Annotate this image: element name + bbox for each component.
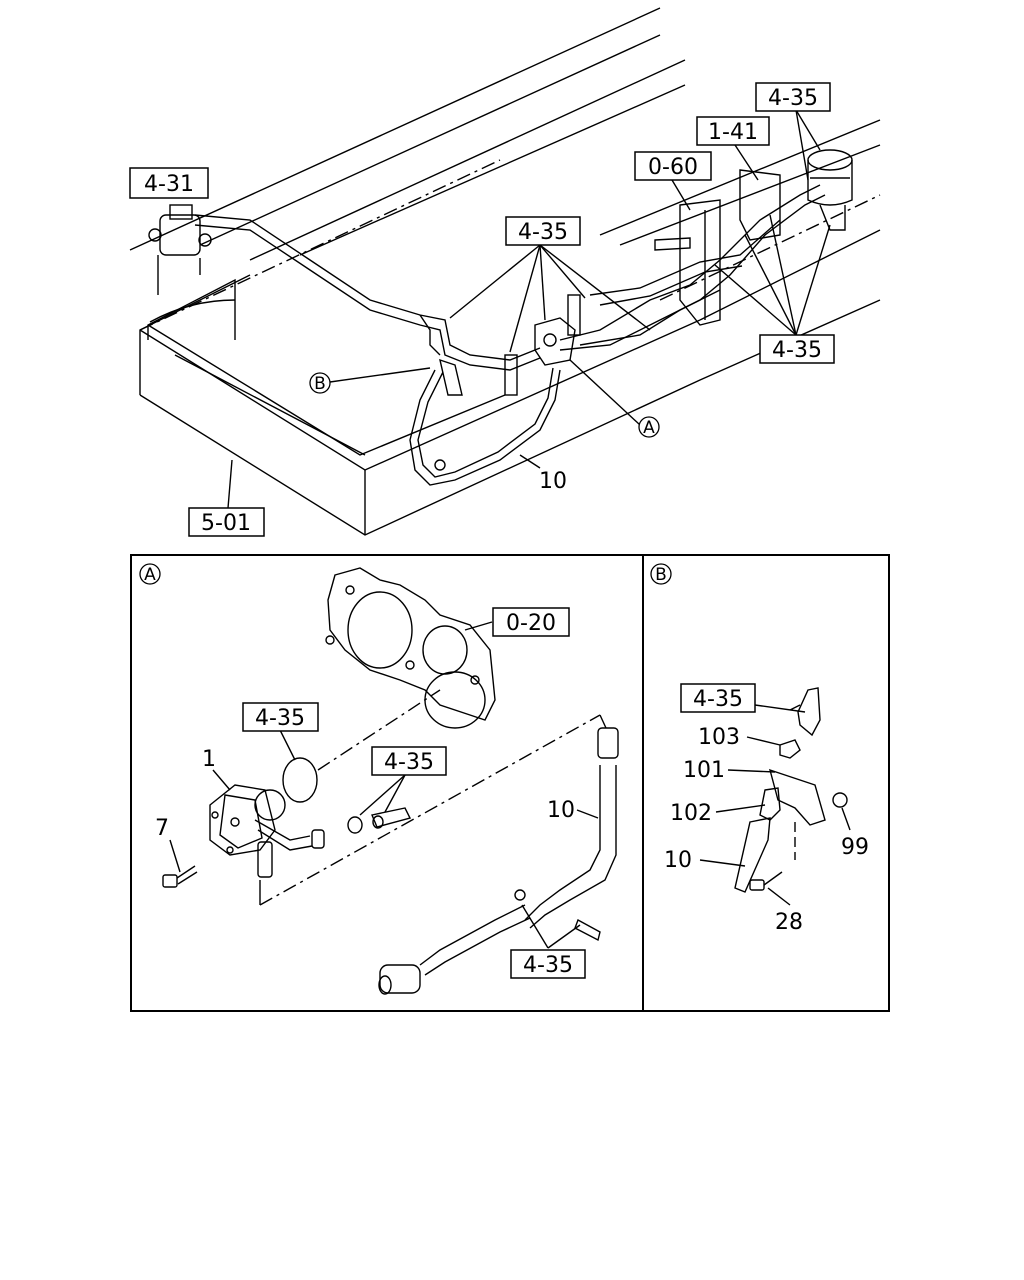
svg-text:A: A [144,565,156,585]
part-number-103: 103 [698,725,740,750]
label-1-41: 1-41 [696,116,770,146]
detail-a-dashes [259,689,601,906]
frame-crossmember [139,274,881,536]
power-steering-pump [209,784,325,878]
callout-b-overview: B [309,372,331,394]
svg-text:4-35: 4-35 [768,86,818,111]
svg-text:4-35: 4-35 [523,953,573,978]
svg-text:4-35: 4-35 [255,706,305,731]
part-number-10-detail-b: 10 [664,848,692,873]
svg-text:4-35: 4-35 [518,220,568,245]
steering-gear [148,204,212,295]
part-number-1: 1 [202,747,216,772]
detail-frame [130,554,890,1012]
fittings [347,807,412,834]
svg-text:4-35: 4-35 [772,338,822,363]
detail-b-parts [734,687,848,893]
svg-text:A: A [643,418,655,438]
svg-text:5-01: 5-01 [201,511,251,536]
svg-text:0-20: 0-20 [506,611,556,636]
part-number-10-detail-a: 10 [547,798,575,823]
reservoir [807,149,853,231]
part-number-28: 28 [775,910,803,935]
overview-leaders [227,109,831,509]
label-0-60: 0-60 [634,151,712,181]
detail-b-leaders [699,704,851,906]
return-hose [409,354,561,486]
brackets [654,169,781,326]
svg-text:1-41: 1-41 [708,120,758,145]
pump-overview [534,294,581,366]
svg-text:B: B [314,374,326,394]
detail-a-label: A [139,563,161,585]
detail-b-label: B [650,563,672,585]
label-4-35-clamp: 4-35 [510,949,586,979]
callout-a-overview: A [638,416,660,438]
label-4-35-right: 4-35 [759,334,835,364]
label-4-35-fittings: 4-35 [371,746,447,776]
pump-bolt [162,865,198,888]
detail-a-leaders [169,621,607,949]
label-4-31: 4-31 [129,167,209,199]
part-number-101: 101 [683,758,725,783]
svg-text:0-60: 0-60 [648,155,698,180]
svg-text:4-35: 4-35 [384,750,434,775]
part-number-10-overview: 10 [539,469,567,494]
svg-text:B: B [655,565,667,585]
part-number-7: 7 [155,816,169,841]
detail-a-hose [378,727,619,995]
o-ring [282,757,318,803]
label-4-35-mid: 4-35 [505,216,581,246]
frame-rails [129,7,881,331]
part-number-102: 102 [670,801,712,826]
label-4-35-top: 4-35 [755,82,831,112]
label-0-20: 0-20 [492,607,570,637]
label-4-35-b: 4-35 [680,683,756,713]
svg-text:4-31: 4-31 [144,172,194,197]
svg-text:4-35: 4-35 [693,687,743,712]
part-number-99: 99 [841,835,869,860]
label-5-01: 5-01 [188,507,265,537]
pump-gasket [325,567,496,729]
label-4-35-oring: 4-35 [242,702,319,732]
